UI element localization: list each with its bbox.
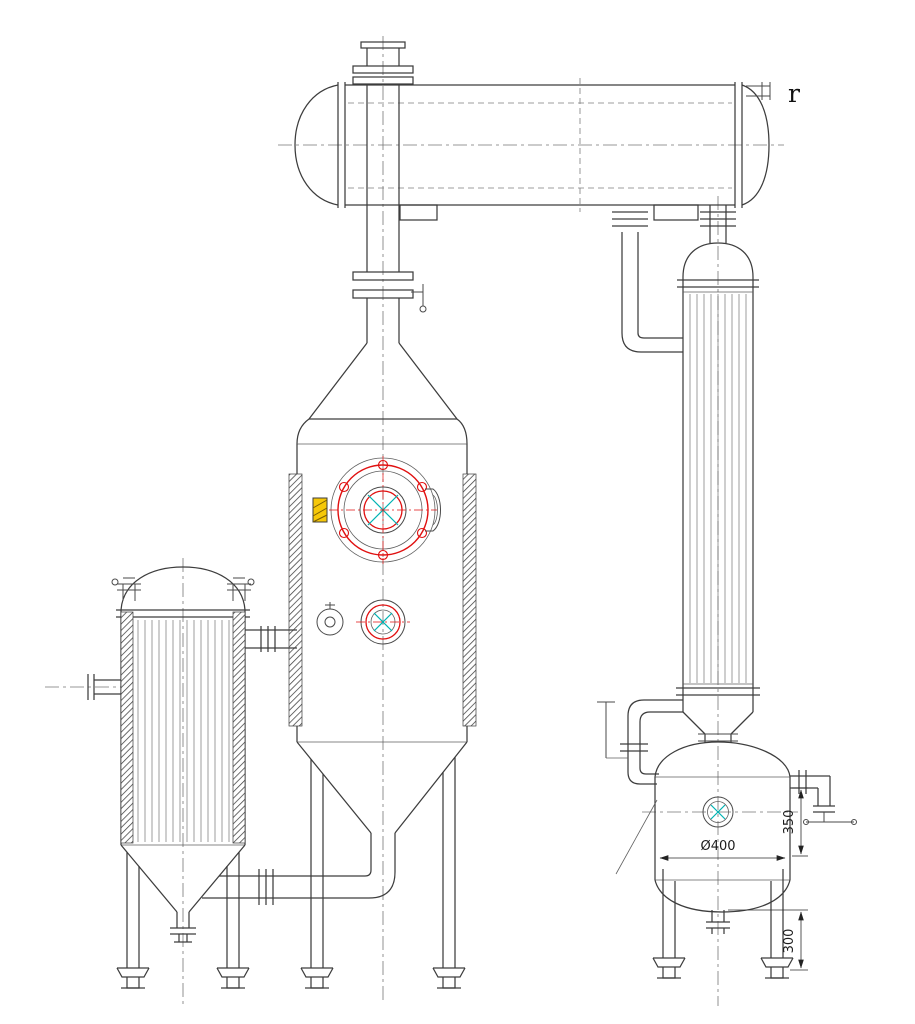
manway-sight-glass: [312, 456, 441, 564]
dimension-annotations: Ø400 350 300: [659, 787, 808, 971]
horizontal-condenser: [294, 82, 771, 221]
heater-drain: [170, 912, 196, 943]
receiver-right-nozzle-valve: [790, 770, 857, 825]
support-foot: [116, 967, 150, 989]
dimension-300-label: 300: [782, 929, 797, 954]
heater-band-left: [120, 611, 134, 844]
heater-to-evaporator-pipe: [245, 626, 297, 652]
receiver-left-valve: [597, 701, 628, 759]
dimension-350-label: 350: [782, 810, 797, 835]
insulation-band-left: [288, 473, 303, 727]
condenser-top-nozzle: [746, 82, 771, 100]
heater-top-nozzle-left: [111, 577, 141, 601]
insulation-band-right: [462, 473, 477, 727]
support-foot: [760, 957, 794, 979]
heater-tube-lines: [137, 620, 230, 842]
heater-top-nozzle-right: [227, 577, 255, 601]
support-foot: [652, 957, 686, 979]
manway-davit-handle: [425, 488, 441, 532]
vapor-riser-pipe: [352, 41, 427, 343]
manway-hinge: [312, 497, 328, 523]
condenser-saddle-supports: [399, 204, 699, 221]
revision-mark-label: r: [788, 79, 800, 108]
heater-side-nozzle: [87, 674, 121, 700]
lower-sight-glass: [356, 599, 410, 645]
small-nozzle-fitting: [316, 602, 344, 636]
support-foot: [300, 967, 334, 989]
support-foot: [432, 967, 466, 989]
evaporator-legs: [300, 757, 466, 989]
column-top-nozzle: [700, 205, 736, 243]
centerlines: [45, 36, 798, 1006]
riser-vent-lever: [411, 284, 427, 313]
receiver-sight-glass: [702, 796, 734, 828]
column-to-receiver-pipe: [620, 699, 683, 785]
weld-leader-line: [615, 799, 658, 875]
condenser-to-column-pipe: [612, 211, 683, 353]
column-tube-lines: [689, 294, 747, 683]
bottom-outlet-pipe: [202, 833, 396, 905]
dimension-diameter-label: Ø400: [700, 839, 735, 854]
support-foot: [216, 967, 250, 989]
receiver-legs: [652, 869, 794, 979]
heater-vessel: [87, 566, 297, 989]
heater-band-right: [232, 611, 246, 844]
evaporator-vessel: [202, 342, 477, 989]
heater-legs: [116, 852, 250, 989]
receiver-drain: [706, 910, 730, 934]
condenser-column: [612, 205, 760, 743]
